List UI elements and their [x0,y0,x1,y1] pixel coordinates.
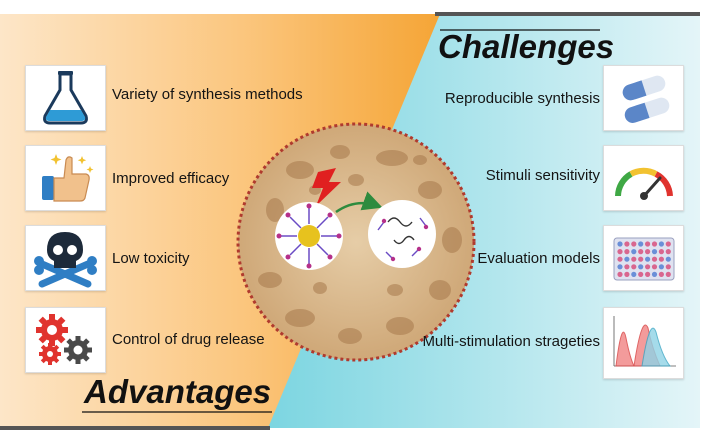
well [651,241,658,247]
advantage-label-3: Low toxicity [112,250,190,267]
challenge-label-4: Multi-stimulation strageties [422,333,600,350]
thumbs-up-icon [42,154,94,202]
well [651,249,658,255]
well [658,271,664,277]
well [617,256,623,262]
released-nanoparticle [368,200,436,268]
challenge-card-4 [603,307,684,379]
well [624,264,630,270]
well [665,249,671,255]
advantage-card-2 [25,145,106,211]
well [645,249,651,255]
advantages-panel [0,14,440,428]
histogram-icon [613,316,676,367]
well [651,256,658,262]
challenge-label-2: Stimuli sensitivity [485,167,600,184]
well [658,241,664,247]
well [665,256,671,262]
challenge-card-2 [603,145,684,211]
well [658,256,664,262]
bone-tissue-circle [236,122,476,362]
well [631,271,637,277]
release-arrow [335,191,383,214]
advantage-card-4 [25,307,106,373]
well [658,264,664,270]
well [638,249,644,255]
skull-crossbones-icon [34,232,97,288]
well-plate-icon [613,237,675,281]
well [638,256,644,262]
well [617,249,623,255]
well [631,256,637,262]
well [624,256,630,262]
well [624,241,630,247]
well [638,271,644,277]
advantage-label-4: Control of drug release [112,331,265,348]
well [624,271,630,277]
well [645,271,651,277]
well [617,241,623,247]
well [665,241,671,247]
well [665,264,671,270]
challenge-card-1 [603,65,684,131]
advantage-card-3 [25,225,106,291]
well [645,256,651,262]
challenges-title: Challenges [438,28,615,65]
advantages-title: Advantages [84,373,272,410]
well [638,264,644,270]
well [638,241,644,247]
challenge-label-1: Reproducible synthesis [444,90,600,107]
loaded-nanoparticle [275,202,343,270]
flask-icon [43,71,88,125]
challenge-label-3: Evaluation models [477,250,600,267]
gears-icon [36,314,92,365]
well [651,271,658,277]
advantage-card-1 [25,65,106,131]
advantage-label-1: Variety of synthesis methods [112,86,303,103]
challenge-card-3 [603,225,684,291]
well [624,249,630,255]
advantage-label-2: Improved efficacy [112,170,230,187]
well [631,264,637,270]
gauge-icon [615,167,673,200]
well [617,264,623,270]
well [617,271,623,277]
well [658,249,664,255]
well [651,264,658,270]
well [631,241,637,247]
capsules-icon [622,75,670,123]
stimulus-bolt-icon [312,168,341,206]
well [665,271,671,277]
well [645,264,651,270]
well [645,241,651,247]
well [631,249,637,255]
